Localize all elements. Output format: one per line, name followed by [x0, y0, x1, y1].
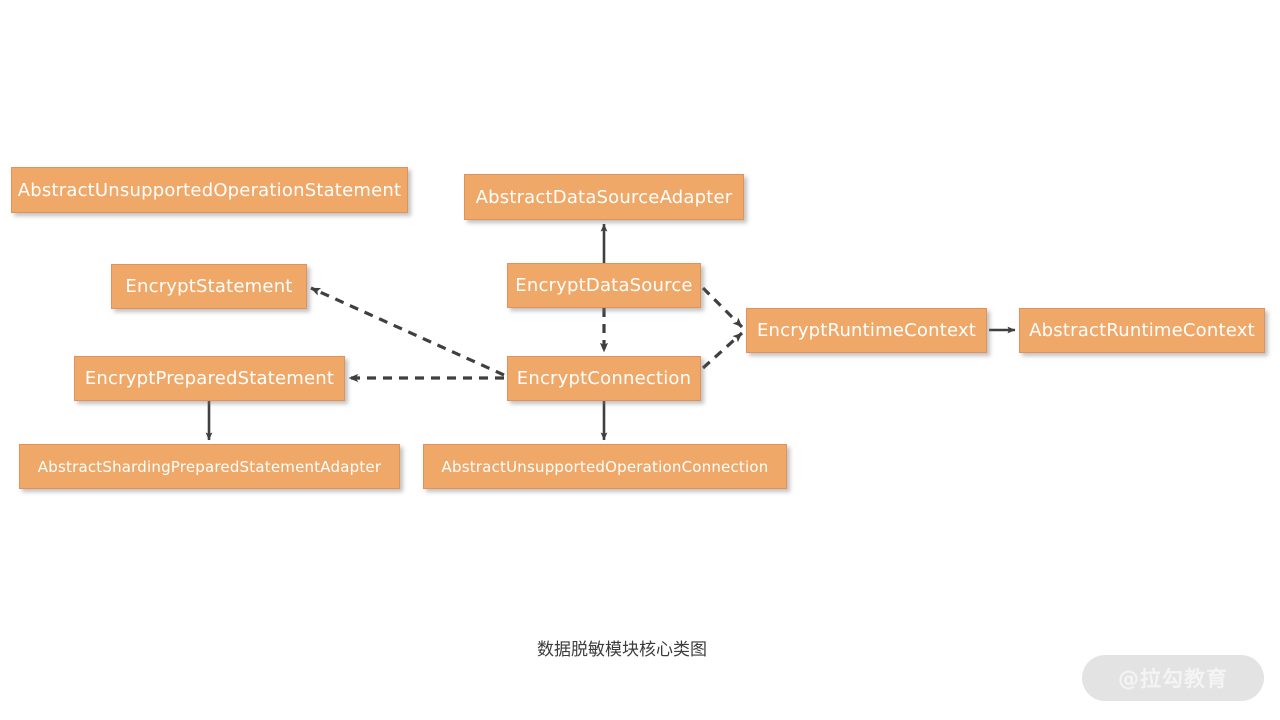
class-node-label: AbstractShardingPreparedStatementAdapter: [37, 457, 382, 476]
edge-encrypt-datasource-to-encrypt-runtime-context: [701, 286, 744, 329]
class-node-label: AbstractDataSourceAdapter: [475, 186, 733, 208]
class-node-encrypt-connection[interactable]: EncryptConnection: [507, 356, 701, 401]
class-node-abstract-datasource-adapter[interactable]: AbstractDataSourceAdapter: [464, 174, 744, 220]
class-node-encrypt-runtime-context[interactable]: EncryptRuntimeContext: [746, 308, 987, 353]
class-node-label: EncryptConnection: [516, 368, 692, 389]
edge-encrypt-connection-to-encrypt-runtime-context: [701, 331, 744, 370]
class-node-abstract-unsupported-operation-statement[interactable]: AbstractUnsupportedOperationStatement: [11, 167, 408, 213]
diagram-caption: 数据脱敏模块核心类图: [537, 640, 707, 660]
class-node-abstract-sharding-prepared-statement-adapter[interactable]: AbstractShardingPreparedStatementAdapter: [19, 444, 400, 489]
class-node-label: AbstractRuntimeContext: [1029, 320, 1255, 341]
class-node-label: EncryptPreparedStatement: [84, 368, 335, 389]
class-node-label: EncryptStatement: [125, 276, 293, 297]
class-node-label: AbstractUnsupportedOperationConnection: [441, 457, 769, 476]
class-node-encrypt-prepared-statement[interactable]: EncryptPreparedStatement: [74, 356, 345, 401]
class-node-abstract-runtime-context[interactable]: AbstractRuntimeContext: [1019, 308, 1265, 353]
class-node-encrypt-statement[interactable]: EncryptStatement: [111, 264, 307, 309]
class-node-abstract-unsupported-operation-connection[interactable]: AbstractUnsupportedOperationConnection: [423, 444, 787, 489]
class-node-encrypt-datasource[interactable]: EncryptDataSource: [507, 263, 701, 308]
class-node-label: AbstractUnsupportedOperationStatement: [17, 179, 402, 201]
class-node-label: EncryptDataSource: [515, 275, 693, 296]
class-node-label: EncryptRuntimeContext: [756, 320, 977, 341]
watermark-badge: @拉勾教育: [1082, 655, 1264, 701]
